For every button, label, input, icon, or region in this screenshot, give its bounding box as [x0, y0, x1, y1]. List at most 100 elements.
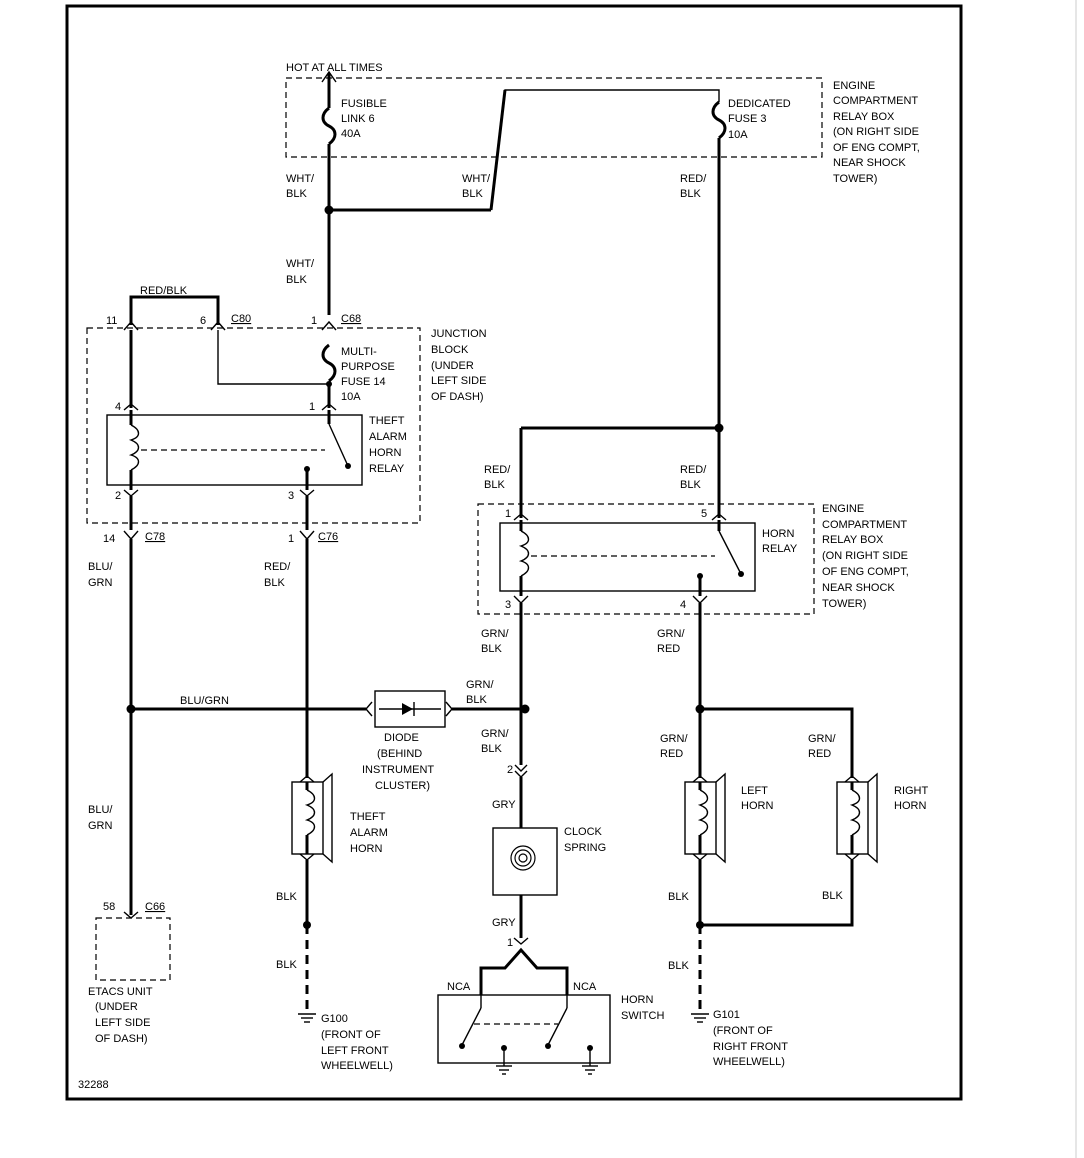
- label-mp-3: FUSE 14: [341, 376, 386, 388]
- figure-id: 32288: [78, 1079, 109, 1091]
- engine-relay-box-top: [285, 77, 823, 158]
- label-pin-11: 11: [106, 315, 117, 327]
- label-g101-3: WHEELWELL): [713, 1056, 785, 1068]
- horn-switch-pivot-right: [545, 1043, 551, 1049]
- label-g100-3: WHEELWELL): [321, 1060, 393, 1072]
- hot-arrow: [321, 70, 337, 83]
- label-ecrb2-7: TOWER): [822, 598, 866, 610]
- label-hr-pin4: 4: [680, 599, 686, 611]
- label-dedicated-2: FUSE 3: [728, 113, 767, 125]
- label-hs-1: HORN: [621, 994, 653, 1006]
- label-blugrn-1: BLU/: [88, 561, 113, 573]
- label-ecrb1-4: (ON RIGHT SIDE: [833, 126, 919, 138]
- label-redblk-c2: BLK: [484, 479, 505, 491]
- label-nca-2: NCA: [573, 981, 597, 993]
- label-ecrb1-1: ENGINE: [833, 80, 875, 92]
- label-rh-2: HORN: [894, 800, 926, 812]
- label-ecrb1-2: COMPARTMENT: [833, 95, 918, 107]
- label-grnred-a2: RED: [657, 643, 680, 655]
- label-grnblk-a1: GRN/: [481, 628, 509, 640]
- label-grnred-a1: GRN/: [657, 628, 685, 640]
- label-g100: G100: [321, 1013, 348, 1025]
- label-ecrb2-2: COMPARTMENT: [822, 519, 907, 531]
- label-ecrb2-6: NEAR SHOCK: [822, 582, 895, 594]
- relay-switch-ta: [328, 423, 349, 467]
- label-redblk-b2: BLK: [264, 577, 285, 589]
- label-ecrb2-3: RELAY BOX: [822, 534, 884, 546]
- label-redblk-top: RED/BLK: [140, 285, 188, 297]
- label-diode-2: (BEHIND: [377, 748, 422, 760]
- label-blugrn-3: BLU/: [88, 804, 113, 816]
- label-cs-2: SPRING: [564, 842, 606, 854]
- label-tahr-1: THEFT: [369, 415, 405, 427]
- label-gry-a: GRY: [492, 799, 516, 811]
- label-whtblk-a2: BLK: [286, 188, 307, 200]
- label-whtblk-c2: BLK: [286, 274, 307, 286]
- wire-grnred-right: [700, 707, 854, 778]
- relay-pin2-conn: [123, 489, 139, 497]
- relay-contact-ta: [345, 463, 351, 469]
- label-pin-2: 2: [115, 490, 121, 502]
- label-mp-2: PURPOSE: [341, 361, 395, 373]
- label-redblk-d1: RED/: [680, 464, 707, 476]
- label-pin-1b: 1: [309, 401, 315, 413]
- label-ecrb2-4: (ON RIGHT SIDE: [822, 550, 908, 562]
- label-jb-5: OF DASH): [431, 391, 484, 403]
- relay-pin3-conn: [299, 489, 315, 497]
- label-hr-2: RELAY: [762, 543, 798, 555]
- horn-relay: [499, 522, 756, 592]
- diode-symbol: [402, 703, 413, 715]
- label-ecrb1-7: TOWER): [833, 173, 877, 185]
- label-pin-1a: 1: [311, 315, 317, 327]
- relay-pin1-conn: [321, 403, 337, 411]
- junction-block: [86, 327, 421, 524]
- label-fusible-2: LINK 6: [341, 113, 375, 125]
- label-jb-1: JUNCTION: [431, 328, 487, 340]
- label-redblk-a1: RED/: [680, 173, 707, 185]
- label-diode-1: DIODE: [384, 732, 419, 744]
- label-ecrb1-5: OF ENG COMPT,: [833, 142, 920, 154]
- label-grnblk-b2: BLK: [466, 694, 487, 706]
- etacs-unit: [95, 917, 171, 981]
- diode-right-conn: [445, 701, 453, 717]
- conn-c78: [123, 530, 139, 541]
- wire-horn-switch-split: [479, 947, 569, 995]
- label-tah-3: HORN: [350, 843, 382, 855]
- horn-relay-pin5-conn: [711, 513, 727, 521]
- label-blk-e: BLK: [668, 960, 689, 972]
- label-dedicated-1: DEDICATED: [728, 98, 791, 110]
- label-redblk-b1: RED/: [264, 561, 291, 573]
- label-grnred-c2: RED: [808, 748, 831, 760]
- label-grnred-b1: GRN/: [660, 733, 688, 745]
- horn-relay-switch: [718, 530, 742, 575]
- label-blk-a: BLK: [276, 891, 297, 903]
- label-blk-d: BLK: [276, 959, 297, 971]
- label-redblk-c1: RED/: [484, 464, 511, 476]
- horn-switch-box: [437, 994, 611, 1064]
- label-whtblk-c1: WHT/: [286, 258, 315, 270]
- conn-1-switch: [513, 937, 529, 945]
- label-g101: G101: [713, 1009, 740, 1021]
- label-pin-58: 58: [103, 901, 115, 913]
- label-whtblk-b1: WHT/: [462, 173, 491, 185]
- horn-relay-pin1-conn: [513, 513, 529, 521]
- horn-switch-pivot-left: [459, 1043, 465, 1049]
- label-mp-1: MULTI-: [341, 346, 377, 358]
- horn-switch-ground-left: [496, 1065, 512, 1075]
- label-c80: C80: [231, 313, 251, 325]
- ground-g101: [691, 1013, 709, 1023]
- label-etacs-2: (UNDER: [95, 1001, 138, 1013]
- label-grnred-c1: GRN/: [808, 733, 836, 745]
- diode-body: [374, 690, 446, 728]
- label-ecrb1-6: NEAR SHOCK: [833, 157, 906, 169]
- label-ecrb2-5: OF ENG COMPT,: [822, 566, 909, 578]
- label-etacs-4: OF DASH): [95, 1033, 148, 1045]
- label-hr-pin3: 3: [505, 599, 511, 611]
- label-jb-2: BLOCK: [431, 344, 469, 356]
- label-whtblk-b2: BLK: [462, 188, 483, 200]
- horn-switch-blade-left: [461, 1007, 482, 1046]
- label-pin-4: 4: [115, 401, 121, 413]
- label-gry-b: GRY: [492, 917, 516, 929]
- label-redblk-a2: BLK: [680, 188, 701, 200]
- clock-spring-coil-outer: [510, 845, 536, 871]
